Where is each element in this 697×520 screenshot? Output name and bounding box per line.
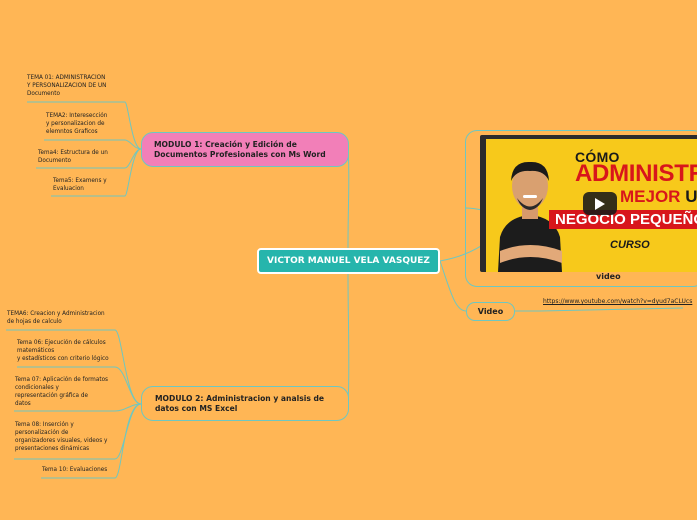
module-1-topic-4[interactable]: Tema5: Examens y Evaluacion (53, 177, 107, 193)
topic-line: Tema 08: Inserción y (15, 422, 74, 428)
module-2-topic-1[interactable]: TEMA6: Creacion y Administracion de hoja… (7, 310, 105, 326)
topic-line: presentaciones dinámicas (15, 446, 90, 453)
module-1-topic-1[interactable]: TEMA 01: ADMINISTRACION Y PERSONALIZACIO… (27, 74, 106, 98)
topic-line: representación gráfica de (15, 393, 88, 400)
topic-line: Y PERSONALIZACION DE UN (27, 83, 107, 90)
presenter-image (498, 161, 562, 272)
video-thumbnail[interactable]: CÓMO ADMINISTRAR MEJOR UN NEGOCIO PEQUEÑ… (480, 135, 697, 272)
video-link-node[interactable]: Video (466, 302, 515, 321)
module-2-topic-3[interactable]: Tema 07: Aplicación de formatos condicio… (15, 376, 108, 408)
thumbnail-course-label: CURSO (610, 239, 650, 251)
module-2-node[interactable]: MODULO 2: Administracion y analsis de da… (141, 386, 349, 421)
topic-line: matemáticos (17, 348, 55, 355)
thumbnail-title-line-1: CÓMO (575, 149, 620, 165)
topic-line: Tema 07: Aplicación de formatos (15, 377, 109, 383)
module-1-topic-2[interactable]: TEMA2: Interesección y personalizacion d… (46, 112, 107, 136)
topic-line: de hojas de calculo (7, 319, 62, 326)
topic-line: Documento (38, 158, 71, 165)
topic-line: condicionales y (15, 385, 59, 392)
module-2-topic-4[interactable]: Tema 08: Inserción y personalización de … (15, 421, 107, 453)
topic-line: TEMA6: Creacion y Administracion (7, 311, 105, 317)
video-url-link[interactable]: https://www.youtube.com/watch?v=dyud7aCL… (543, 298, 693, 305)
thumbnail-title-line-2: ADMINISTRAR (575, 160, 697, 187)
topic-line: Evaluacion (53, 186, 84, 193)
module-2-topic-2[interactable]: Tema 06: Ejecución de cálculos matemátic… (17, 339, 109, 363)
thumbnail-word-un: UN (685, 187, 697, 206)
topic-line: y personalizacion de (46, 121, 105, 128)
topic-line: TEMA2: Interesección (46, 113, 108, 119)
topic-line: Tema5: Examens y (53, 178, 107, 184)
topic-line: y estadísticos con criterio lógico (17, 356, 109, 363)
topic-line: Documento (27, 91, 60, 98)
topic-line: organizadores visuales, videos y (15, 438, 108, 445)
topic-line: Tema 10: Evaluaciones (42, 467, 108, 473)
play-button[interactable] (583, 192, 617, 215)
module-1-topic-3[interactable]: Tema4: Estructura de un Documento (38, 149, 108, 165)
play-icon (595, 197, 605, 210)
topic-line: Tema 06: Ejecución de cálculos (17, 340, 106, 346)
topic-line: personalización de (15, 430, 69, 437)
video-node[interactable]: CÓMO ADMINISTRAR MEJOR UN NEGOCIO PEQUEÑ… (465, 130, 697, 287)
thumbnail-title-line-4: NEGOCIO PEQUEÑO (549, 210, 697, 229)
thumbnail-title-line-3: MEJOR UN (620, 187, 697, 207)
video-label: video (596, 272, 621, 281)
topic-line: TEMA 01: ADMINISTRACION (27, 75, 106, 81)
module-1-node[interactable]: MODULO 1: Creación y Edición de Document… (141, 132, 349, 167)
module-2-topic-5[interactable]: Tema 10: Evaluaciones (42, 466, 107, 474)
central-topic[interactable]: VICTOR MANUEL VELA VASQUEZ (257, 248, 440, 274)
topic-line: datos (15, 401, 31, 408)
topic-line: elemntos Graficos (46, 129, 98, 136)
thumbnail-word-mejor: MEJOR (620, 187, 681, 206)
topic-line: Tema4: Estructura de un (38, 150, 108, 156)
